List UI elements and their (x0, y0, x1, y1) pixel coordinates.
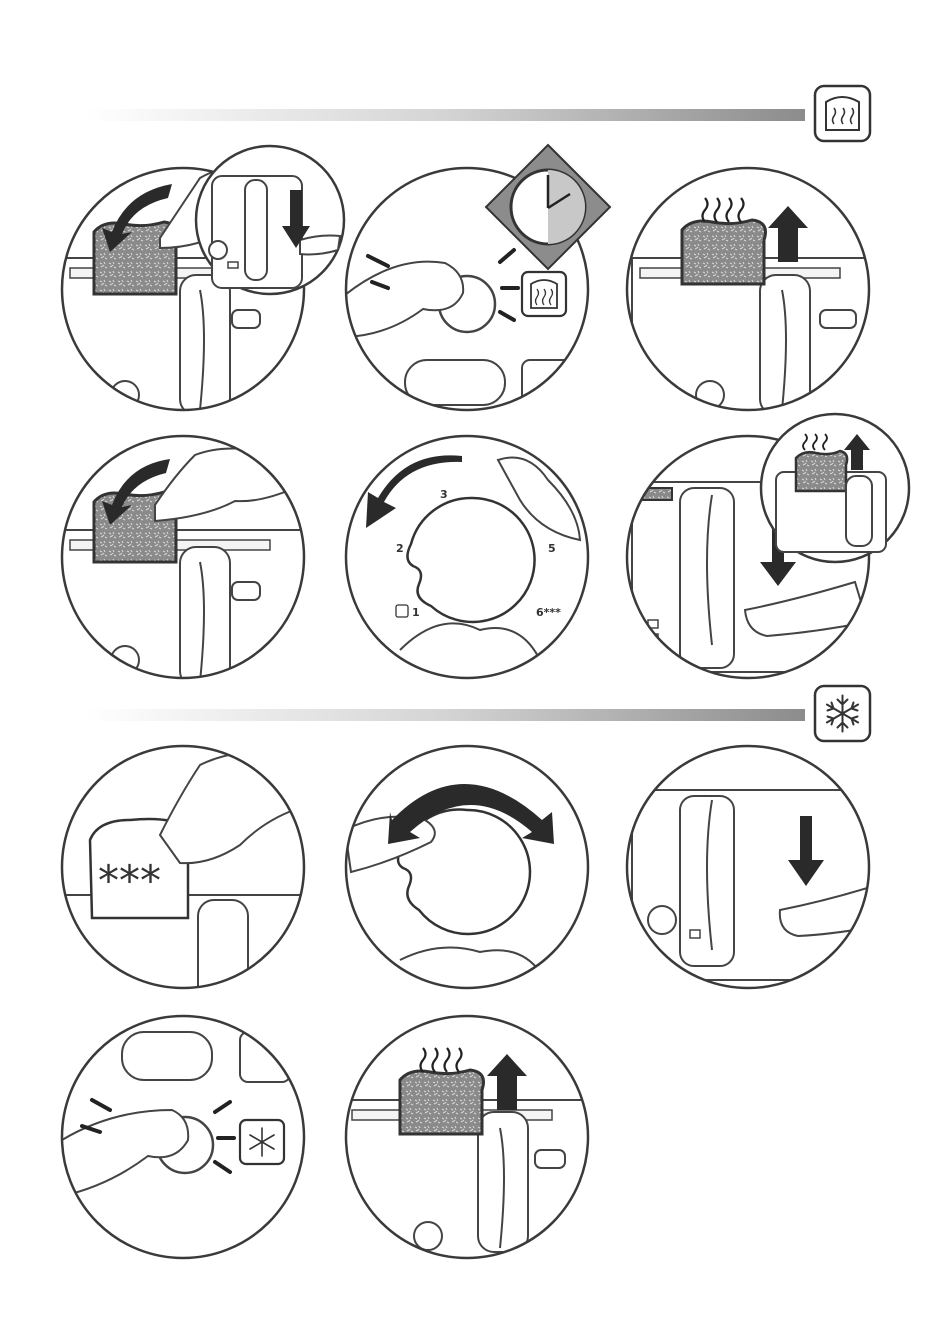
inset-push-lever (196, 146, 344, 294)
section-divider-bar (85, 709, 805, 721)
frozen-bread-marking: *** (98, 856, 161, 905)
section-divider-bar (85, 109, 805, 121)
step-press-button (333, 145, 610, 410)
defrost-section-header (85, 686, 870, 741)
snowflake-icon (240, 1120, 284, 1164)
step-push-lever-defrost (627, 746, 892, 988)
step-place-bread (62, 436, 322, 690)
snowflake-icon (815, 686, 870, 741)
step-insert-frozen-bread: *** (62, 746, 322, 1055)
toast-steam-icon (522, 272, 566, 316)
step-insert-bread (62, 146, 344, 418)
dial-label-6: 6*** (536, 606, 561, 619)
timer-clock-icon (486, 145, 610, 269)
up-arrow-icon (768, 206, 808, 262)
steam-icon (421, 1048, 462, 1072)
step-push-lever (627, 414, 909, 678)
step-toast-pops-up-defrost (345, 1016, 605, 1260)
dial-label-2: 2 (396, 542, 404, 555)
step-press-defrost-button (62, 1016, 304, 1258)
browning-dial[interactable] (407, 498, 534, 622)
toast-steam-icon (396, 605, 408, 617)
step-set-dial (345, 746, 588, 988)
steam-icon (703, 198, 744, 222)
dial-label-1: 1 (412, 606, 420, 619)
toast-steam-icon (815, 86, 870, 141)
inset-toast-up (761, 414, 909, 562)
step-select-browning: 1 2 3 5 6*** (346, 436, 588, 678)
dial-label-3: 3 (440, 488, 448, 501)
step-toast-pops-up (627, 168, 892, 418)
toasting-section-header (85, 86, 870, 141)
dial-label-5: 5 (548, 542, 556, 555)
